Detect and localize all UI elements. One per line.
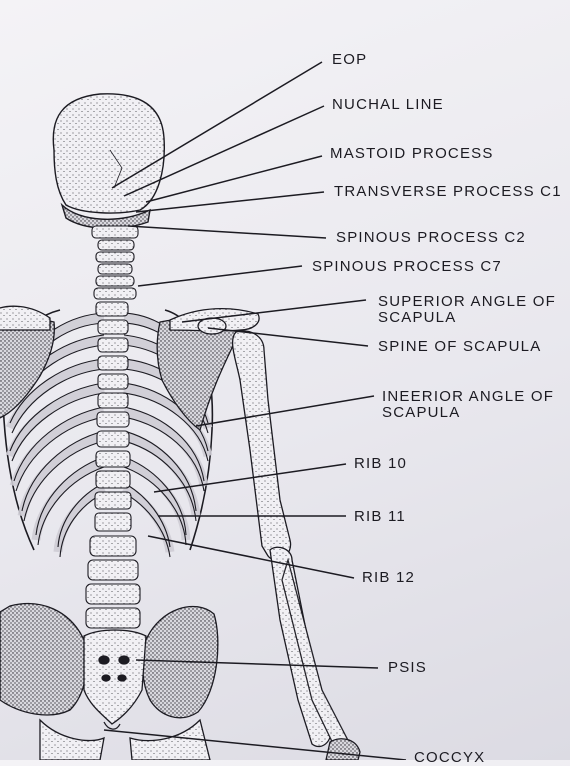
skull [52, 93, 165, 230]
label-inferior-angle-line1: INEERIOR ANGLE OF [382, 388, 555, 405]
leader-rib-10 [153, 463, 347, 493]
label-inferior-angle-line2: SCAPULA [382, 404, 461, 421]
label-nuchal-line: NUCHAL LINE [332, 96, 444, 113]
label-spinous-process-c7: SPINOUS PROCESS C7 [312, 258, 502, 275]
leader-lines [103, 61, 407, 761]
leader-transverse-process-c1 [135, 191, 325, 213]
right-arm [232, 330, 361, 761]
leader-rib-12 [147, 535, 355, 579]
leader-eop [111, 61, 323, 189]
label-psis: PSIS [388, 659, 427, 676]
leader-spine-of-scapula [207, 327, 369, 347]
leader-coccyx [103, 729, 407, 761]
leader-psis [135, 659, 379, 669]
cervical-spine [91, 225, 139, 300]
leader-spinous-process-c2 [127, 225, 327, 239]
label-rib-11: RIB 11 [354, 508, 406, 525]
label-superior-angle-of-scapula: SUPERIOR ANGLE OF SCAPULA [378, 294, 556, 326]
label-mastoid-process: MASTOID PROCESS [330, 145, 494, 162]
leader-spinous-process-c7 [137, 265, 303, 287]
label-transverse-process-c1: TRANSVERSE PROCESS C1 [334, 183, 562, 200]
scapulae [0, 305, 260, 432]
label-superior-angle-line2: SCAPULA [378, 309, 457, 326]
label-eop: EOP [332, 51, 368, 68]
label-inferior-angle-of-scapula: INEERIOR ANGLE OF SCAPULA [382, 389, 554, 421]
leader-mastoid-process [145, 155, 323, 203]
label-rib-10: RIB 10 [354, 455, 408, 472]
leader-inferior-angle [195, 395, 375, 427]
label-spine-of-scapula: SPINE OF SCAPULA [378, 338, 542, 355]
leader-superior-angle [181, 299, 367, 323]
label-spinous-process-c2: SPINOUS PROCESS C2 [336, 229, 526, 246]
label-rib-12: RIB 12 [362, 569, 416, 586]
leader-nuchal-line [123, 105, 325, 197]
vertebral-column [85, 301, 141, 629]
label-coccyx: COCCYX [414, 749, 486, 766]
label-superior-angle-line1: SUPERIOR ANGLE OF [378, 293, 556, 310]
